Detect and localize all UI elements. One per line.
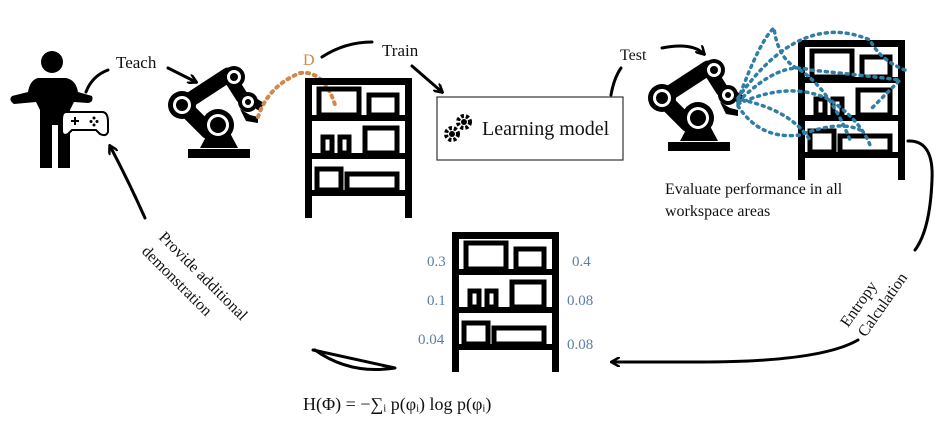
teach-label: Teach bbox=[116, 53, 157, 72]
demonstration-connector bbox=[311, 348, 397, 372]
demonstration-arrow bbox=[110, 146, 147, 220]
dataset-label: D bbox=[303, 52, 315, 69]
gears-icon bbox=[444, 114, 472, 142]
entropy-formula: H(Φ) = −∑ᵢ p(φᵢ) log p(φᵢ) bbox=[303, 394, 491, 415]
train-label: Train bbox=[382, 41, 419, 60]
probability-left-2: 0.1 bbox=[427, 293, 446, 309]
train-connector bbox=[320, 40, 374, 59]
probability-right-1: 0.4 bbox=[572, 254, 591, 270]
shelf-icon bbox=[798, 40, 905, 180]
evaluate-label-line2: workspace areas bbox=[665, 203, 770, 220]
probability-left-3: 0.04 bbox=[418, 332, 445, 348]
robot-arm-icon bbox=[168, 66, 264, 158]
evaluate-label-line1: Evaluate performance in all bbox=[665, 181, 843, 198]
person-icon bbox=[10, 51, 93, 168]
test-label: Test bbox=[620, 47, 647, 64]
probability-right-3: 0.08 bbox=[567, 337, 593, 353]
probability-left-1: 0.3 bbox=[427, 254, 446, 270]
test-connector bbox=[609, 66, 623, 97]
train-arrow bbox=[410, 64, 442, 92]
probability-right-2: 0.08 bbox=[567, 293, 593, 309]
teach-connector bbox=[84, 68, 110, 94]
test-arrow bbox=[660, 44, 704, 54]
robot-arm-icon bbox=[648, 59, 744, 151]
shelf-icon bbox=[305, 78, 412, 218]
teach-arrow bbox=[166, 66, 196, 82]
test-trajectories bbox=[736, 24, 907, 147]
gamepad-icon bbox=[61, 111, 109, 137]
learning-model-label: Learning model bbox=[482, 118, 610, 140]
learning-model-box: Learning model bbox=[436, 96, 624, 161]
entropy-connector bbox=[906, 139, 934, 252]
shelf-icon bbox=[452, 232, 559, 372]
entropy-arrow bbox=[612, 338, 860, 362]
